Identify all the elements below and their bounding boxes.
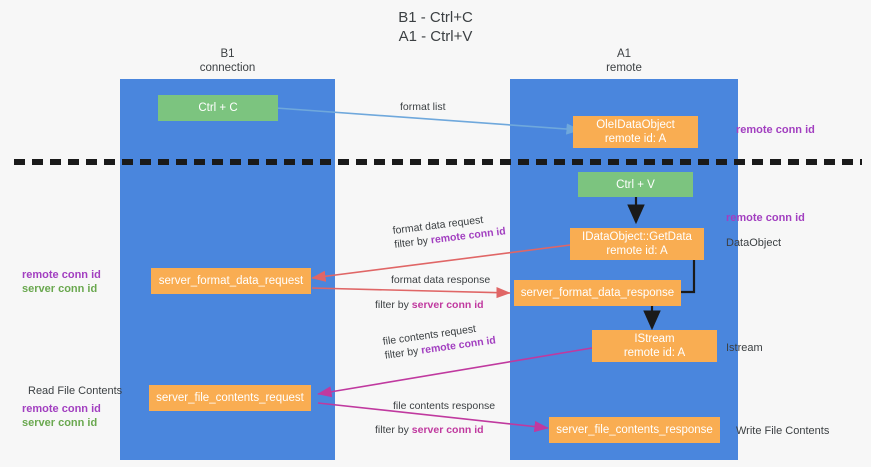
lane-header-b1: B1 connection xyxy=(120,47,335,75)
box-server-format-data-response[interactable]: server_format_data_response xyxy=(514,280,681,306)
lane-header-a1: A1 remote xyxy=(510,47,738,75)
box-idataobject-getdata[interactable]: IDataObject::GetData remote id: A xyxy=(570,228,704,260)
box-ole-dataobject-line1: OleIDataObject xyxy=(596,119,675,131)
box-istream-line2: remote id: A xyxy=(623,347,686,359)
box-ctrl-c-label: Ctrl + C xyxy=(198,102,238,114)
box-ole-dataobject[interactable]: OleIDataObject remote id: A xyxy=(573,116,698,148)
box-istream-line1: IStream xyxy=(634,333,675,345)
arrow-format-data-response xyxy=(311,287,511,299)
filter-prefix-1: filter by xyxy=(393,234,432,251)
filter-key-server-conn-id-1: server conn id xyxy=(411,299,484,311)
lane-header-b1-name: B1 xyxy=(220,48,235,60)
box-ole-dataobject-line2: remote id: A xyxy=(604,133,667,145)
box-getdata-line2: remote id: A xyxy=(606,245,668,257)
box-ctrl-c[interactable]: Ctrl + C xyxy=(158,95,278,121)
edge-label-file-contents-response-filter: filter by server conn id xyxy=(375,423,484,437)
box-getdata-line1: IDataObject::GetData xyxy=(582,231,692,243)
filter-prefix-4: filter by xyxy=(375,424,412,436)
lane-header-a1-role: remote xyxy=(606,62,642,74)
filter-prefix-3: filter by xyxy=(383,344,423,362)
box-server-file-contents-response-label: server_file_contents_response xyxy=(556,424,713,436)
box-server-format-data-response-label: server_format_data_response xyxy=(520,287,675,299)
annotation-left-read-file-contents: Read File Contents xyxy=(28,385,123,397)
edge-label-file-contents-request: file contents request filter by remote c… xyxy=(382,320,497,362)
page-title: B1 - Ctrl+C A1 - Ctrl+V xyxy=(0,8,871,46)
annotation-left-server-conn-id-1: server conn id xyxy=(22,283,98,295)
annotation-right-remote-conn-id-1: remote conn id xyxy=(736,124,815,136)
edge-label-format-data-response: format data response xyxy=(391,274,490,287)
box-istream[interactable]: IStream remote id: A xyxy=(592,330,717,362)
box-server-file-contents-request[interactable]: server_file_contents_request xyxy=(149,385,311,411)
box-server-format-data-request[interactable]: server_format_data_request xyxy=(151,268,311,294)
annotation-left-server-conn-id-2: server conn id xyxy=(22,417,98,429)
annotation-right-dataobject: DataObject xyxy=(726,237,782,249)
edge-label-format-data-response-filter: filter by server conn id xyxy=(375,298,484,312)
annotation-right-remote-conn-id-2: remote conn id xyxy=(726,212,805,224)
lane-header-b1-role: connection xyxy=(199,62,256,74)
title-line-2: A1 - Ctrl+V xyxy=(398,28,473,45)
edge-label-format-list: format list xyxy=(400,101,446,113)
edge-label-format-data-request: format data request filter by remote con… xyxy=(392,211,506,251)
box-ctrl-v-label: Ctrl + V xyxy=(616,178,655,191)
annotation-right-write-file-contents: Write File Contents xyxy=(736,425,830,437)
annotation-left-remote-conn-id-2: remote conn id xyxy=(22,403,101,415)
annotation-left-remote-conn-id-1: remote conn id xyxy=(22,269,101,281)
edge-label-file-contents-response-main: file contents response xyxy=(393,400,496,412)
title-line-1: B1 - Ctrl+C xyxy=(398,9,473,26)
filter-key-server-conn-id-2: server conn id xyxy=(411,424,484,436)
box-server-file-contents-response[interactable]: server_file_contents_response xyxy=(549,417,720,443)
box-server-file-contents-request-label: server_file_contents_request xyxy=(156,392,304,404)
box-ctrl-v[interactable]: Ctrl + V xyxy=(578,172,693,197)
annotation-right-istream: Istream xyxy=(726,342,763,354)
box-server-format-data-request-label: server_format_data_request xyxy=(158,275,304,287)
filter-prefix-2: filter by xyxy=(375,299,412,311)
lane-header-a1-name: A1 xyxy=(616,48,632,60)
edge-label-format-data-response-main: format data response xyxy=(391,274,491,286)
edge-label-file-contents-response: file contents response xyxy=(393,400,495,413)
